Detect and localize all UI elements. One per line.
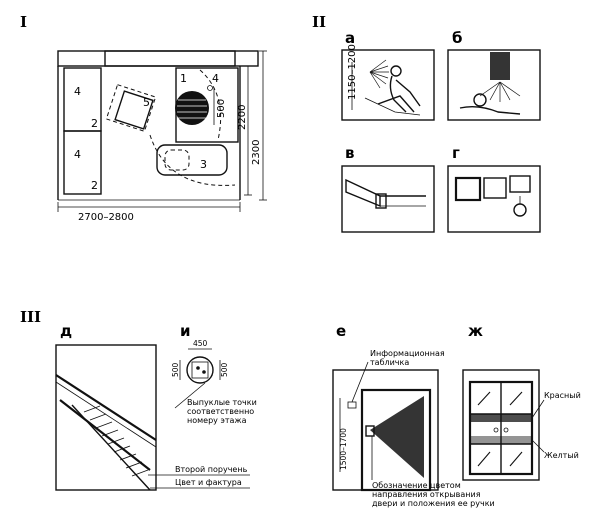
switch-block [509, 175, 531, 193]
d-note-handrail: Второй поручень [175, 465, 248, 474]
lying-person [459, 93, 521, 115]
panel-b [447, 49, 541, 121]
section-label-I: I [20, 13, 27, 31]
panel-b-frame [447, 49, 541, 121]
e-note-1: Обозначение цветом [372, 481, 461, 490]
panel-d [55, 344, 250, 491]
bell-button [513, 203, 527, 217]
handrail-end [375, 193, 387, 209]
handrail-upper [55, 374, 157, 441]
i-dim-left: 500 [171, 362, 180, 377]
e-label-info-2: табличка [370, 358, 409, 367]
panel-zh-frame [462, 369, 540, 481]
panel-g [447, 165, 541, 233]
zh-yellow: Желтый [544, 451, 579, 460]
dim-2200: 2200 [237, 105, 248, 130]
label-2-b: 2 [91, 179, 98, 192]
stair-treads [83, 405, 149, 477]
panel-label-zh: ж [468, 322, 483, 340]
table-5 [114, 90, 154, 130]
socket-block-1 [454, 176, 482, 202]
panel-label-b: б [452, 29, 462, 47]
d-note-color: Цвет и фактура [175, 478, 242, 487]
panel-i [174, 348, 221, 409]
label-4-b: 4 [74, 148, 81, 161]
label-3: 3 [200, 158, 207, 171]
i-dim-right: 500 [220, 362, 229, 377]
pillow [164, 149, 190, 171]
zh-red: Красный [544, 391, 581, 400]
i-note-line2: соответственно [187, 407, 254, 416]
section-label-II: II [312, 13, 326, 31]
panel-label-d: д [60, 322, 72, 340]
door-frame [360, 388, 432, 492]
window-recess [104, 50, 236, 67]
e-dim: 1500–1700 [339, 428, 348, 470]
red-stripe [470, 414, 532, 422]
panel-label-i: и [180, 322, 191, 340]
bed-swing [149, 134, 236, 186]
label-1: 1 [180, 72, 187, 85]
panel-v-frame [341, 165, 435, 233]
seated-person [377, 65, 421, 113]
panel-a: 1150–1200 [341, 44, 435, 121]
e-label-info-1: Информационная [370, 349, 445, 358]
panel-label-v: в [345, 144, 355, 162]
panel-label-g: г [452, 144, 460, 162]
label-5: 5 [143, 96, 150, 109]
door-opening-triangle [370, 396, 424, 478]
door-swing [199, 69, 222, 141]
label-2-a: 2 [91, 117, 98, 130]
stair-edge [71, 404, 151, 491]
reading-lamp [369, 59, 389, 89]
handrail [345, 178, 381, 208]
i-note-line1: Выпуклые точки [187, 398, 257, 407]
glass-reflections [477, 391, 523, 467]
yellow-stripe [470, 436, 532, 444]
bed-3 [156, 144, 228, 176]
socket-block-2 [483, 177, 507, 199]
info-plate [347, 401, 357, 409]
table-outline-dashed [105, 84, 157, 132]
panel-label-e: е [336, 322, 346, 340]
tactile-knob [186, 356, 214, 384]
dim-2300: 2300 [251, 140, 262, 165]
floor-plan [57, 50, 267, 212]
i-note-line3: номеру этажа [187, 416, 247, 425]
panel-a-dim: 1150–1200 [347, 44, 358, 100]
dim-500: 500 [216, 99, 227, 118]
label-4-c: 4 [212, 72, 219, 85]
panel-zh [462, 369, 545, 481]
panel-v [341, 165, 435, 233]
panel-d-frame [55, 344, 157, 491]
cabinet-lower [63, 130, 102, 195]
door-handle [365, 425, 375, 437]
i-dim-top: 450 [193, 339, 208, 348]
panel-a-frame [341, 49, 435, 121]
window-curtain [490, 52, 510, 80]
top-wall [57, 50, 259, 67]
round-element [175, 91, 209, 125]
e-note-2: направления открывания [372, 490, 481, 499]
tap [207, 85, 213, 91]
panel-e [332, 361, 439, 492]
panel-g-frame [447, 165, 541, 233]
e-note-3: двери и положения ее ручки [372, 499, 495, 508]
label-4-a: 4 [74, 85, 81, 98]
section-label-III: III [20, 308, 41, 326]
dim-width: 2700–2800 [78, 212, 134, 223]
panel-label-a: а [345, 29, 355, 47]
